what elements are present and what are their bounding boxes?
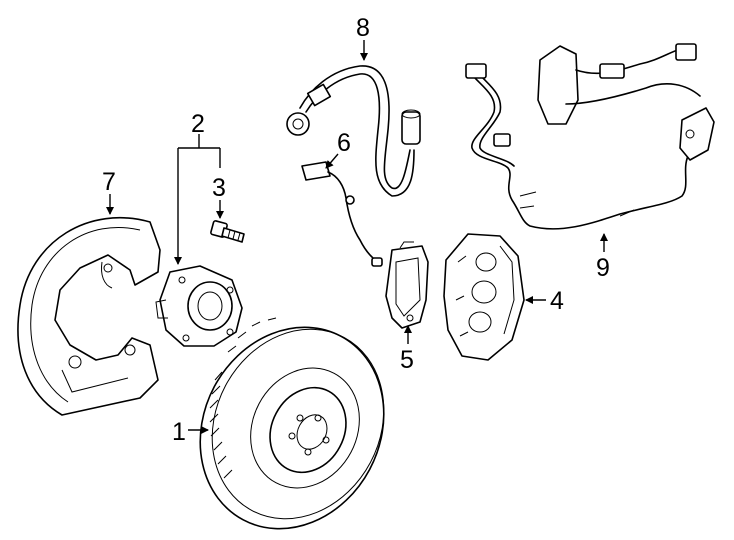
wear-sensor-part (301, 161, 383, 267)
callout-4-label: 4 (550, 287, 564, 315)
hub-bearing-part (155, 265, 243, 347)
brake-hose-part (286, 65, 421, 197)
hub-bolt-part (210, 220, 245, 243)
wiring-harness-part (465, 43, 715, 230)
callout-1-label: 1 (172, 418, 186, 446)
callout-5-label: 5 (400, 346, 414, 374)
callout-9-label: 9 (596, 254, 610, 282)
callout-3-label: 3 (212, 174, 226, 202)
brake-rotor-part (199, 317, 385, 530)
callout-2-label: 2 (191, 110, 205, 138)
callout-8-label: 8 (356, 14, 370, 42)
callout-7-label: 7 (102, 168, 116, 196)
brake-pad-part (385, 241, 429, 329)
callout-6-label: 6 (337, 129, 351, 157)
dust-shield-part (17, 217, 161, 416)
brake-caliper-part (443, 233, 525, 361)
